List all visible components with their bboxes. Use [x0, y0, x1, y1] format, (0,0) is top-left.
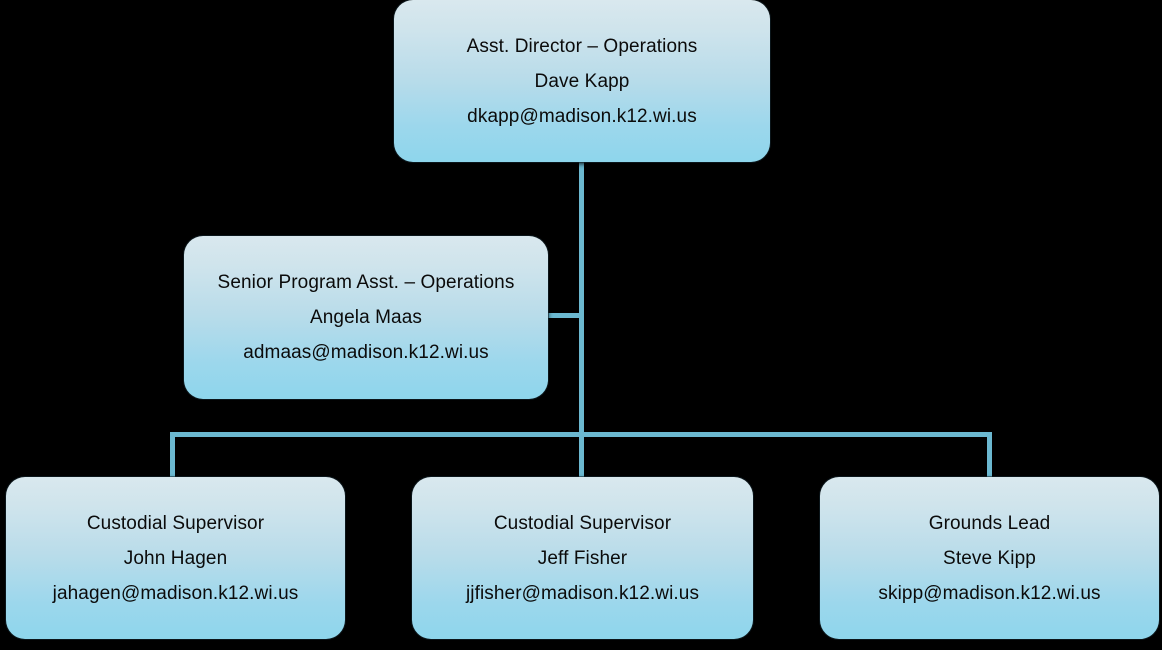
org-node-title: Senior Program Asst. – Operations	[217, 272, 515, 293]
org-node-name: Dave Kapp	[534, 70, 630, 92]
org-node-title: Asst. Director – Operations	[466, 35, 698, 57]
org-node-email: dkapp@madison.k12.wi.us	[467, 105, 697, 127]
org-node-title: Custodial Supervisor	[493, 512, 672, 534]
org-node-fisher[interactable]: Custodial Supervisor Jeff Fisher jjfishe…	[412, 477, 753, 639]
connector-drop-kipp	[987, 432, 992, 480]
org-node-email: admaas@madison.k12.wi.us	[243, 342, 489, 363]
connector-stub-senior-asst	[545, 313, 584, 318]
org-node-director[interactable]: Asst. Director – Operations Dave Kapp dk…	[394, 0, 770, 162]
org-node-title: Custodial Supervisor	[86, 512, 265, 534]
org-node-title: Grounds Lead	[928, 512, 1051, 534]
org-node-email: skipp@madison.k12.wi.us	[878, 582, 1101, 604]
connector-drop-hagen	[170, 432, 175, 480]
org-node-senior-asst[interactable]: Senior Program Asst. – Operations Angela…	[184, 236, 548, 399]
org-node-hagen[interactable]: Custodial Supervisor John Hagen jahagen@…	[6, 477, 345, 639]
org-node-name: John Hagen	[123, 547, 228, 569]
org-node-name: Steve Kipp	[943, 547, 1036, 569]
org-node-email: jahagen@madison.k12.wi.us	[52, 582, 299, 604]
org-node-email: jjfisher@madison.k12.wi.us	[465, 582, 700, 604]
org-node-kipp[interactable]: Grounds Lead Steve Kipp skipp@madison.k1…	[820, 477, 1159, 639]
org-node-name: Angela Maas	[309, 307, 422, 328]
org-node-name: Jeff Fisher	[537, 547, 628, 569]
connector-drop-fisher	[579, 432, 584, 480]
connector-trunk-director	[579, 158, 584, 480]
